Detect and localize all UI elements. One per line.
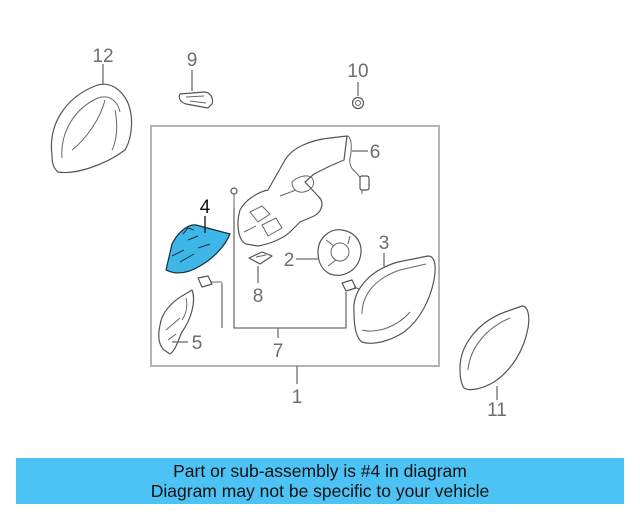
- callout-1: 1: [292, 387, 303, 408]
- part-6-mirror-base[interactable]: [237, 135, 370, 247]
- callout-5: 5: [192, 333, 203, 354]
- part-5-cover-trim[interactable]: [158, 289, 195, 355]
- banner-line-1: Part or sub-assembly is #4 in diagram: [173, 461, 467, 481]
- part-7-screw-left[interactable]: [197, 275, 222, 288]
- part-3-mirror-glass[interactable]: [353, 255, 436, 344]
- callout-12: 12: [92, 46, 113, 67]
- part-9-socket[interactable]: [178, 91, 214, 109]
- callout-11: 11: [487, 400, 507, 421]
- callout-6: 6: [370, 142, 381, 163]
- part-12-mirror-cover[interactable]: [50, 83, 133, 174]
- part-8-clip[interactable]: [248, 251, 273, 265]
- part-11-mirror-glass[interactable]: [459, 305, 530, 391]
- info-banner: Part or sub-assembly is #4 in diagram Di…: [16, 458, 624, 504]
- callout-3: 3: [379, 233, 390, 254]
- assembly-frame: [150, 125, 440, 367]
- banner-line-2: Diagram may not be specific to your vehi…: [150, 481, 490, 501]
- callout-2: 2: [284, 250, 295, 271]
- callout-7: 7: [273, 341, 284, 362]
- part-2-actuator[interactable]: [317, 229, 362, 276]
- callout-9: 9: [187, 50, 198, 71]
- part-10-grommet[interactable]: [351, 96, 365, 110]
- callout-8: 8: [253, 286, 264, 307]
- parts-diagram: 12 9 10 6 2: [50, 46, 530, 421]
- callout-10: 10: [347, 61, 368, 82]
- part-7-screw-upper[interactable]: [230, 187, 238, 208]
- callout-4: 4: [200, 197, 211, 218]
- part-4-highlighted[interactable]: [165, 224, 231, 274]
